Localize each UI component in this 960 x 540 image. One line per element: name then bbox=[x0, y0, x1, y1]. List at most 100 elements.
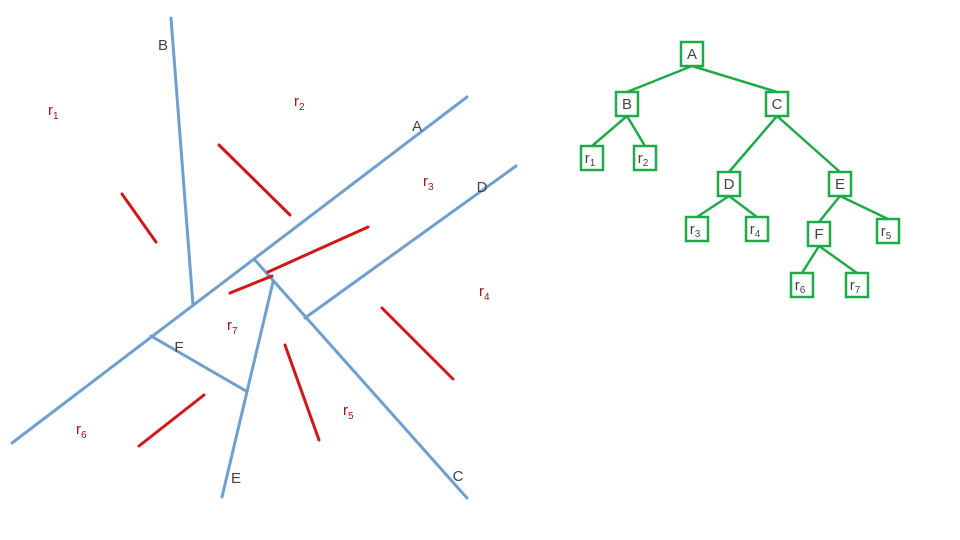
scene-segments bbox=[120, 143, 455, 448]
partition-line-label-d: D bbox=[477, 179, 488, 196]
tree-node-box bbox=[875, 217, 901, 245]
tree-edge-d-r4 bbox=[728, 195, 758, 218]
region-label-base: r bbox=[423, 173, 428, 190]
region-label-r6: r6 bbox=[76, 421, 87, 441]
tree-node-label-base: D bbox=[724, 176, 735, 193]
scene-segment-1 bbox=[217, 143, 292, 217]
tree-node-label-subscript: 6 bbox=[800, 285, 806, 296]
region-label-base: r bbox=[76, 421, 81, 438]
tree-node-label-subscript: 3 bbox=[695, 229, 701, 240]
region-label-subscript: 7 bbox=[232, 326, 238, 337]
bsp-tree-edges bbox=[591, 64, 889, 275]
tree-node-box bbox=[684, 215, 710, 243]
tree-node-label: r5 bbox=[881, 223, 892, 242]
tree-node-box bbox=[789, 271, 815, 299]
tree-node-box bbox=[764, 90, 790, 118]
tree-node-r6: r6 bbox=[789, 271, 815, 299]
region-label-r7: r7 bbox=[227, 317, 238, 337]
region-label-subscript: 6 bbox=[81, 430, 87, 441]
tree-edge-d-r3 bbox=[696, 194, 730, 219]
region-label-subscript: 2 bbox=[299, 102, 305, 113]
tree-node-r5: r5 bbox=[875, 217, 901, 245]
tree-node-box bbox=[827, 170, 853, 198]
tree-node-c: C bbox=[764, 90, 790, 118]
partition-line-label-c: C bbox=[453, 468, 464, 485]
region-label-base: r bbox=[479, 283, 484, 300]
partition-line-f bbox=[149, 334, 248, 393]
tree-node-label: D bbox=[724, 176, 735, 193]
partition-line-label-e: E bbox=[231, 470, 241, 487]
tree-node-label-base: r bbox=[690, 221, 695, 238]
region-label-subscript: 3 bbox=[428, 182, 434, 193]
tree-node-label: B bbox=[622, 96, 632, 113]
region-label-r1: r1 bbox=[48, 102, 59, 122]
region-label-base: r bbox=[343, 402, 348, 419]
tree-node-box bbox=[744, 215, 770, 243]
tree-edge-f-r7 bbox=[818, 244, 858, 275]
tree-node-label: r2 bbox=[638, 150, 649, 169]
tree-node-box bbox=[579, 144, 605, 172]
tree-node-label-base: C bbox=[772, 96, 783, 113]
tree-node-r1: r1 bbox=[579, 144, 605, 172]
tree-node-label: C bbox=[772, 96, 783, 113]
partition-lines bbox=[10, 16, 518, 500]
partition-line-labels: A B C D E F bbox=[158, 37, 488, 487]
region-label-base: r bbox=[227, 317, 232, 334]
tree-node-label: r3 bbox=[690, 221, 701, 240]
scene-segment-5 bbox=[380, 306, 455, 381]
tree-node-r3: r3 bbox=[684, 215, 710, 243]
partition-line-label-b: B bbox=[158, 37, 168, 54]
tree-node-box bbox=[716, 170, 742, 198]
scene-segment-2 bbox=[120, 192, 158, 244]
tree-edge-e-r5 bbox=[839, 194, 889, 221]
tree-node-label-subscript: 2 bbox=[643, 158, 649, 169]
tree-node-label-subscript: 4 bbox=[755, 229, 761, 240]
tree-node-label: r1 bbox=[585, 150, 596, 169]
region-label-subscript: 4 bbox=[484, 292, 490, 303]
tree-edge-a-b bbox=[626, 64, 693, 94]
tree-node-label-base: B bbox=[622, 96, 632, 113]
region-label-subscript: 1 bbox=[53, 111, 59, 122]
tree-node-d: D bbox=[716, 170, 742, 198]
partition-line-e bbox=[220, 280, 275, 499]
tree-edge-e-f bbox=[818, 195, 841, 223]
tree-node-r2: r2 bbox=[632, 144, 658, 172]
tree-edge-b-r1 bbox=[591, 115, 628, 147]
partition-line-b bbox=[169, 16, 195, 307]
tree-edge-b-r2 bbox=[625, 115, 647, 147]
tree-node-r7: r7 bbox=[844, 271, 870, 299]
tree-node-box bbox=[632, 144, 658, 172]
tree-node-e: E bbox=[827, 170, 853, 198]
region-label-base: r bbox=[294, 93, 299, 110]
partition-line-d bbox=[303, 164, 518, 320]
tree-node-box bbox=[844, 271, 870, 299]
tree-node-box bbox=[614, 90, 640, 118]
tree-node-label-base: r bbox=[585, 150, 590, 167]
tree-node-b: B bbox=[614, 90, 640, 118]
partition-line-label-a: A bbox=[412, 118, 422, 135]
tree-node-label-base: r bbox=[750, 221, 755, 238]
tree-node-box bbox=[679, 40, 705, 68]
region-label-r3: r3 bbox=[423, 173, 434, 193]
tree-edge-c-e bbox=[776, 115, 841, 173]
tree-node-label-base: r bbox=[795, 277, 800, 294]
tree-node-label-base: r bbox=[881, 223, 886, 240]
partition-line-a bbox=[10, 95, 469, 445]
tree-node-label: A bbox=[687, 46, 697, 63]
tree-node-label-base: r bbox=[638, 150, 643, 167]
tree-node-box bbox=[806, 220, 832, 248]
tree-node-label-subscript: 7 bbox=[855, 285, 861, 296]
partition-line-label-f: F bbox=[174, 339, 183, 356]
tree-node-label-subscript: 1 bbox=[590, 158, 596, 169]
tree-node-label: r6 bbox=[795, 277, 806, 296]
tree-node-r4: r4 bbox=[744, 215, 770, 243]
tree-edge-c-d bbox=[728, 115, 778, 173]
tree-node-label-base: r bbox=[850, 277, 855, 294]
tree-node-a: A bbox=[679, 40, 705, 68]
tree-node-label-subscript: 5 bbox=[886, 231, 892, 242]
region-label-base: r bbox=[48, 102, 53, 119]
region-label-r4: r4 bbox=[479, 283, 490, 303]
